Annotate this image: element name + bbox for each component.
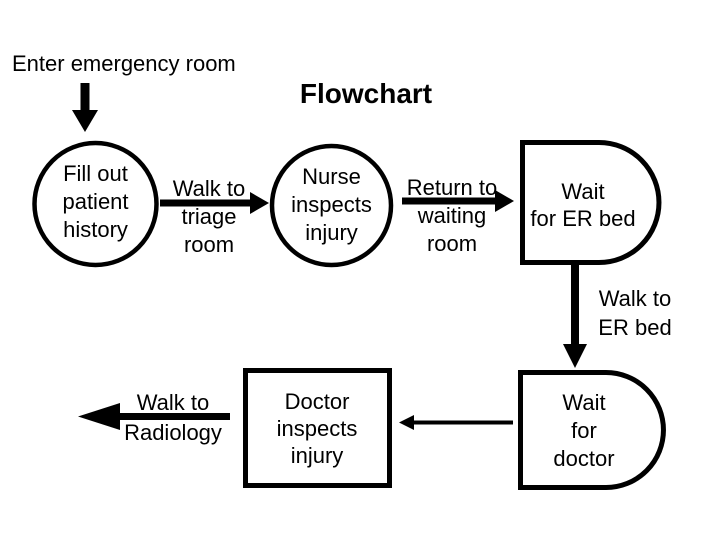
wait-to-doctor-arrow bbox=[399, 415, 513, 430]
fill-out-patient-history-label: Fill out patient history bbox=[62, 161, 129, 242]
wait-for-doctor-label: Wait for doctor bbox=[553, 390, 615, 471]
wait-for-er-bed-label: Wait for ER bed bbox=[530, 179, 636, 231]
doctor-inspects-injury-rectangle bbox=[243, 368, 392, 488]
enter-arrow-head bbox=[72, 110, 98, 132]
wait-for-er-bed-delay-shape bbox=[520, 140, 662, 265]
enter-arrow bbox=[72, 83, 98, 132]
wait-for-doctor-delay-shape bbox=[518, 370, 666, 490]
fill-out-patient-history-circle bbox=[32, 140, 159, 268]
walk-to-er-bed-arrow bbox=[563, 263, 587, 368]
walk-to-radiology-arrow bbox=[78, 403, 230, 430]
start-label: Enter emergency room bbox=[12, 51, 236, 76]
nurse-inspects-injury-circle bbox=[269, 143, 394, 268]
return-to-waiting-arrow bbox=[402, 190, 514, 212]
walk-to-radiology-label: Walk to Radiology bbox=[124, 390, 222, 445]
return-to-waiting-arrow-head bbox=[495, 190, 514, 212]
doctor-inspects-injury-label: Doctor inspects injury bbox=[276, 389, 358, 468]
return-to-waiting-label: Return to waiting room bbox=[406, 175, 498, 256]
walk-to-er-bed-arrow-head bbox=[563, 344, 587, 368]
walk-to-radiology-arrow-head bbox=[78, 403, 120, 430]
wait-to-doctor-arrow-head bbox=[399, 415, 414, 430]
walk-to-er-bed-label: Walk to ER bed bbox=[598, 286, 672, 340]
page-title: Flowchart bbox=[299, 78, 433, 109]
nurse-inspects-injury-label: Nurse inspects injury bbox=[291, 164, 372, 245]
walk-to-triage-label: Walk to triage room bbox=[172, 176, 246, 257]
walk-to-triage-arrow-head bbox=[250, 192, 269, 214]
walk-to-triage-arrow bbox=[160, 192, 269, 214]
